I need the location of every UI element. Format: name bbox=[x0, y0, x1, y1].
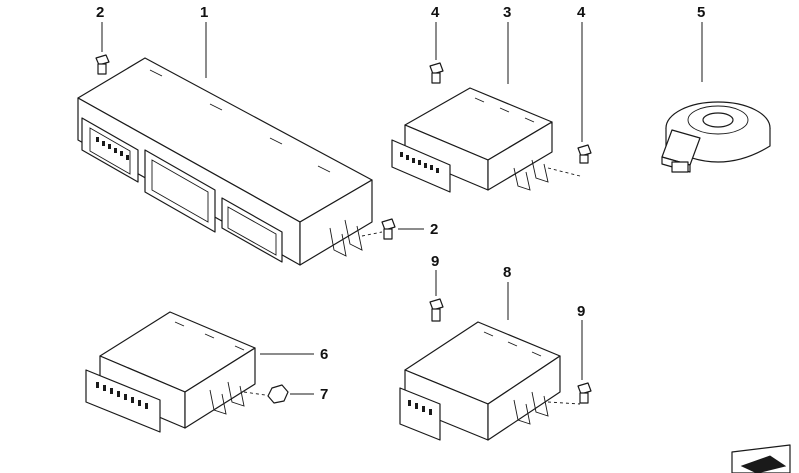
leader-lines bbox=[101, 22, 703, 395]
screw-2-top-icon bbox=[95, 54, 110, 75]
part-1-control-module bbox=[77, 57, 383, 266]
screw-2-right-icon bbox=[381, 218, 396, 240]
callout-2-right: 2 bbox=[430, 221, 438, 238]
callout-1: 1 bbox=[200, 4, 208, 21]
screw-4-left-icon bbox=[429, 62, 444, 84]
callout-6: 6 bbox=[320, 346, 328, 363]
nut-7-icon bbox=[267, 384, 289, 404]
screw-9-right-icon bbox=[577, 382, 592, 404]
callout-8: 8 bbox=[503, 264, 511, 281]
part-5-sensor bbox=[661, 101, 771, 173]
callout-2-top: 2 bbox=[96, 4, 104, 21]
callout-5: 5 bbox=[697, 4, 705, 21]
screw-9-left-icon bbox=[429, 298, 444, 322]
callout-9-right: 9 bbox=[577, 303, 585, 320]
part-3-control-module bbox=[391, 87, 581, 193]
screw-4-right-icon bbox=[577, 144, 592, 164]
callout-3: 3 bbox=[503, 4, 511, 21]
callout-9-left: 9 bbox=[431, 253, 439, 270]
callout-4-left: 4 bbox=[431, 4, 440, 21]
part-8-control-module bbox=[399, 321, 581, 441]
callout-4-right: 4 bbox=[577, 4, 586, 21]
callout-7: 7 bbox=[320, 386, 328, 403]
part-6-control-module bbox=[85, 311, 273, 433]
orientation-arrow-icon bbox=[731, 444, 791, 473]
